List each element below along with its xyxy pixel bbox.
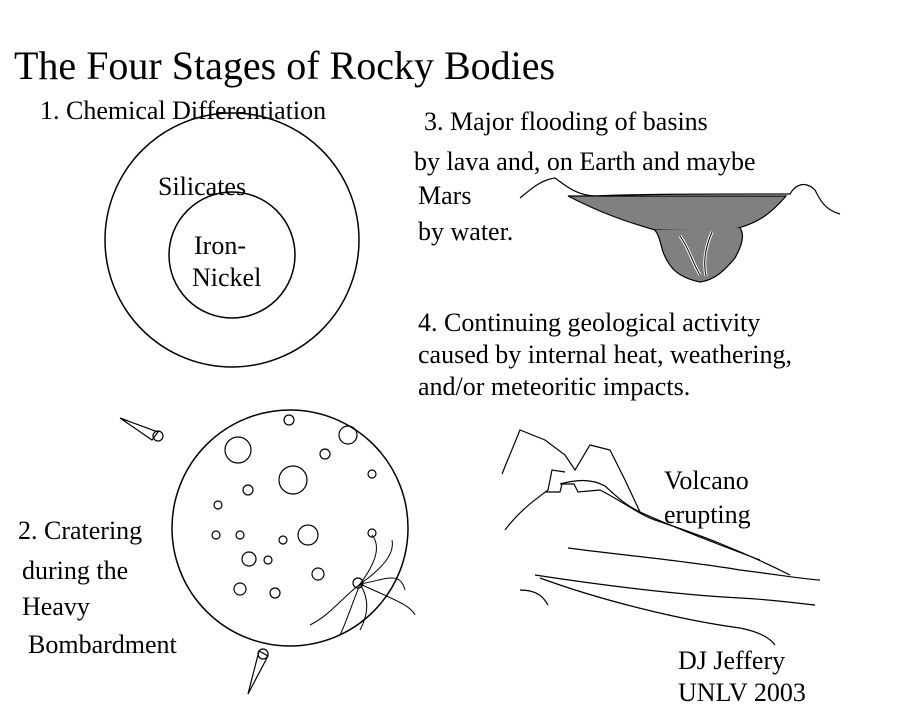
stage2-line4: Bombardment bbox=[28, 630, 177, 659]
stage2-line1: 2. Cratering bbox=[18, 516, 143, 545]
iron-label: Iron- bbox=[194, 231, 246, 260]
stage3-line2: by lava and, on Earth and maybe bbox=[414, 147, 756, 176]
stage2-line3: Heavy bbox=[22, 592, 90, 621]
flooded-basin bbox=[519, 177, 841, 283]
stage4-line2: caused by internal heat, weathering, bbox=[418, 340, 792, 369]
impact-ejecta-lines bbox=[309, 534, 416, 636]
silicates-label: Silicates bbox=[158, 172, 247, 201]
meteoroid-lower bbox=[247, 648, 269, 695]
cratered-body bbox=[171, 409, 409, 647]
silicate-mantle-circle bbox=[104, 112, 360, 368]
volcano-label-line2: erupting bbox=[664, 500, 751, 529]
nickel-label: Nickel bbox=[192, 263, 262, 292]
stage4-line3: and/or meteoritic impacts. bbox=[418, 372, 691, 401]
credit-author: DJ Jeffery bbox=[678, 646, 786, 675]
stage3-line1: 3. Major flooding of basins bbox=[424, 107, 708, 136]
stage1-heading: 1. Chemical Differentiation bbox=[40, 96, 327, 125]
credit-affiliation: UNLV 2003 bbox=[678, 678, 806, 707]
stage2-line2: during the bbox=[22, 556, 129, 585]
iron-nickel-core-circle bbox=[168, 191, 296, 319]
stage3-line3: Mars bbox=[418, 181, 472, 210]
volcano-label-line1: Volcano bbox=[664, 466, 749, 495]
volcano-terrain bbox=[501, 429, 821, 646]
stage3-line4: by water. bbox=[418, 217, 514, 246]
meteoroid-upper bbox=[119, 417, 164, 442]
stage4-line1: 4. Continuing geological activity bbox=[418, 308, 761, 337]
diagram-title: The Four Stages of Rocky Bodies bbox=[14, 43, 556, 88]
